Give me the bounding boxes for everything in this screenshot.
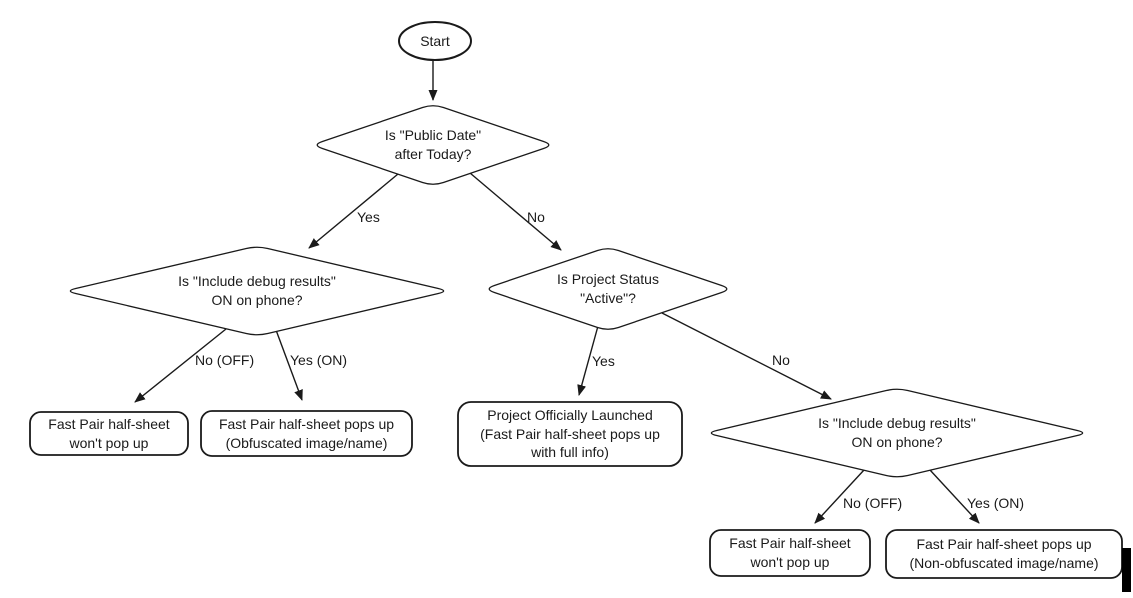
outcome-launched-label: Project Officially Launched (Fast Pair h…: [480, 406, 660, 461]
outcome-non-obfuscated-label: Fast Pair half-sheet pops up (Non-obfusc…: [909, 536, 1099, 571]
edge-debug-right-no: [814, 469, 865, 524]
edge-label-debug-right-no: No (OFF): [843, 495, 903, 511]
edge-label-public-date-yes: Yes: [357, 209, 380, 225]
outcome-no-popup-left-shape: [29, 411, 189, 456]
edge-project-status-yes: [577, 325, 599, 396]
edge-label-project-status-yes: Yes: [592, 353, 615, 369]
edge-public-date-yes: [308, 173, 399, 249]
decision-project-status-label: Is Project Status "Active"?: [557, 271, 659, 306]
decision-public-date-shape: [316, 105, 550, 185]
decision-debug-right-shape: [710, 388, 1084, 478]
decision-debug-left-shape: [69, 246, 445, 336]
decision-debug-left-label: Is "Include debug results" ON on phone?: [178, 273, 336, 308]
edge-public-date-no: [469, 172, 562, 251]
edge-label-debug-left-no: No (OFF): [195, 352, 255, 368]
outcome-no-popup-right-label: Fast Pair half-sheet won't pop up: [729, 535, 851, 570]
decision-debug-right-label: Is "Include debug results" ON on phone?: [818, 415, 976, 450]
edge-label-debug-right-yes: Yes (ON): [967, 495, 1025, 511]
outcome-no-popup-left-label: Fast Pair half-sheet won't pop up: [48, 415, 170, 451]
decision-project-status-shape: [488, 248, 728, 330]
outcome-obfuscated-label: Fast Pair half-sheet pops up (Obfuscated…: [218, 415, 395, 451]
edge-debug-left-yes: [275, 329, 303, 401]
outcome-obfuscated-shape: [200, 410, 413, 457]
edge-label-debug-left-yes: Yes (ON): [290, 352, 348, 368]
edge-debug-right-yes: [929, 469, 980, 524]
outcome-launched-shape: [457, 401, 683, 467]
start-node-shape: [398, 21, 472, 61]
edge-label-public-date-no: No: [527, 209, 545, 225]
edge-project-status-no: [661, 312, 832, 400]
edge-label-project-status-no: No: [772, 352, 790, 368]
start-node-label: Start: [420, 33, 450, 50]
decision-public-date-label: Is "Public Date" after Today?: [384, 127, 482, 162]
outcome-no-popup-right-shape: [709, 529, 871, 577]
cursor-artifact-bar: [1122, 548, 1131, 592]
edge-debug-left-no: [134, 328, 227, 403]
